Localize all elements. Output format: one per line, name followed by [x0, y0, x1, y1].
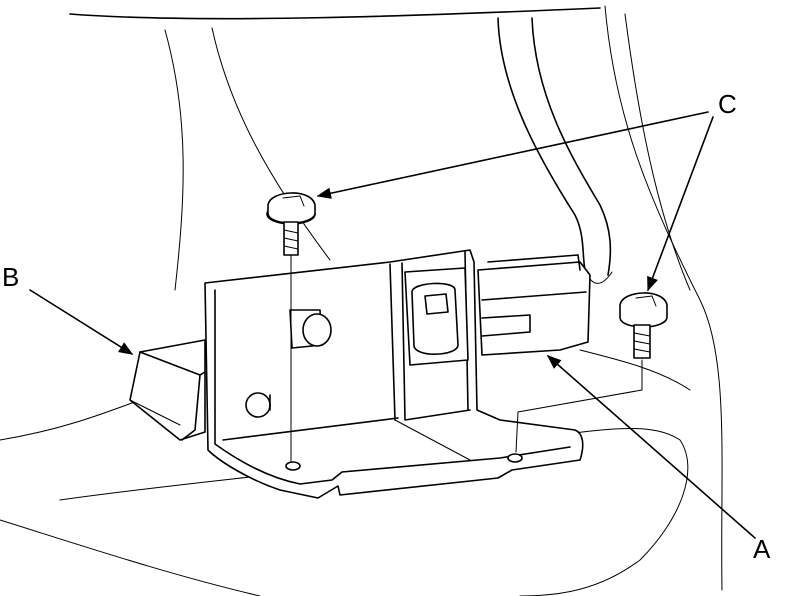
- bolt-c-right: [515, 292, 668, 453]
- bolt-c-left: [266, 192, 316, 463]
- label-a: A: [753, 534, 771, 564]
- leader-arrows: [29, 111, 756, 539]
- label-c: C: [718, 89, 737, 119]
- leader-c-right: [647, 116, 714, 292]
- leader-c-left: [316, 111, 709, 199]
- locating-stud: [289, 309, 332, 349]
- label-b: B: [2, 262, 19, 292]
- leader-a: [546, 355, 756, 539]
- wire-harness: [497, 17, 613, 284]
- connector-a: [404, 254, 591, 366]
- leader-b: [29, 289, 134, 355]
